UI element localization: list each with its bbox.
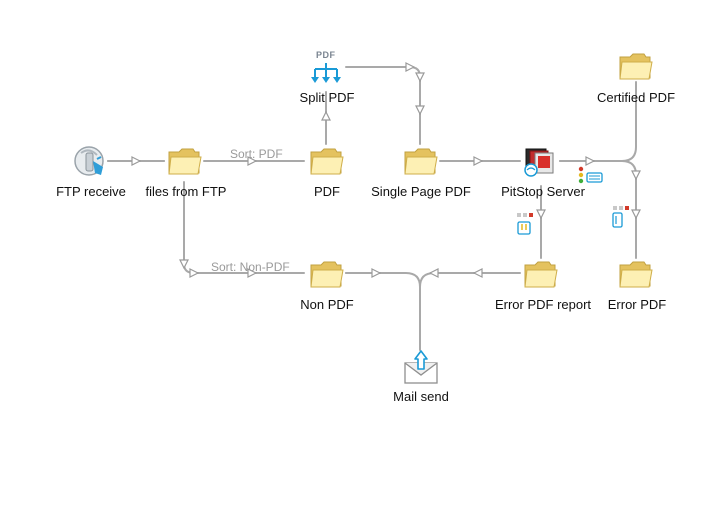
wire-pitstop-to-error[interactable] [621,160,636,259]
connection-label-sort-pdf: Sort: PDF [230,147,283,161]
node-label-split-pdf: Split PDF [299,90,355,105]
folder-icon[interactable] [618,259,654,289]
connection-label-sort-non-pdf: Sort: Non-PDF [211,260,290,274]
folder-icon[interactable] [618,51,654,81]
traffic-light-status-icon [578,166,603,184]
node-label-ftp-receive: FTP receive [56,184,126,199]
folder-icon[interactable] [309,259,345,289]
wire-report-to-mail[interactable] [419,273,521,288]
node-label-certified-pdf: Certified PDF [596,90,676,105]
node-label-mail-send: Mail send [393,389,449,404]
ftp-receive-icon[interactable] [73,145,109,179]
folder-icon[interactable] [523,259,559,289]
split-pdf-icon[interactable] [310,61,342,85]
node-label-pdf: PDF [314,184,340,199]
folder-icon[interactable] [167,146,203,176]
node-label-error-pdf: Error PDF [607,297,667,312]
folder-icon[interactable] [309,146,345,176]
node-label-error-pdf-report: Error PDF report [494,297,592,312]
split-pdf-badge: PDF [316,50,336,60]
wire-nonpdf-to-mail[interactable] [345,272,421,351]
wire-split-to-single[interactable] [345,67,420,145]
folder-icon[interactable] [403,146,439,176]
node-label-files-from-ftp: files from FTP [145,184,227,199]
error-status-icon [612,206,629,228]
node-label-pitstop-server: PitStop Server [501,184,585,199]
pitstop-server-icon[interactable] [522,145,562,179]
error-report-status-icon [517,213,533,235]
node-label-single-page-pdf: Single Page PDF [371,184,471,199]
mail-send-icon[interactable] [403,349,439,385]
wire-files-to-nonpdf[interactable] [184,181,305,273]
node-label-non-pdf: Non PDF [300,297,354,312]
